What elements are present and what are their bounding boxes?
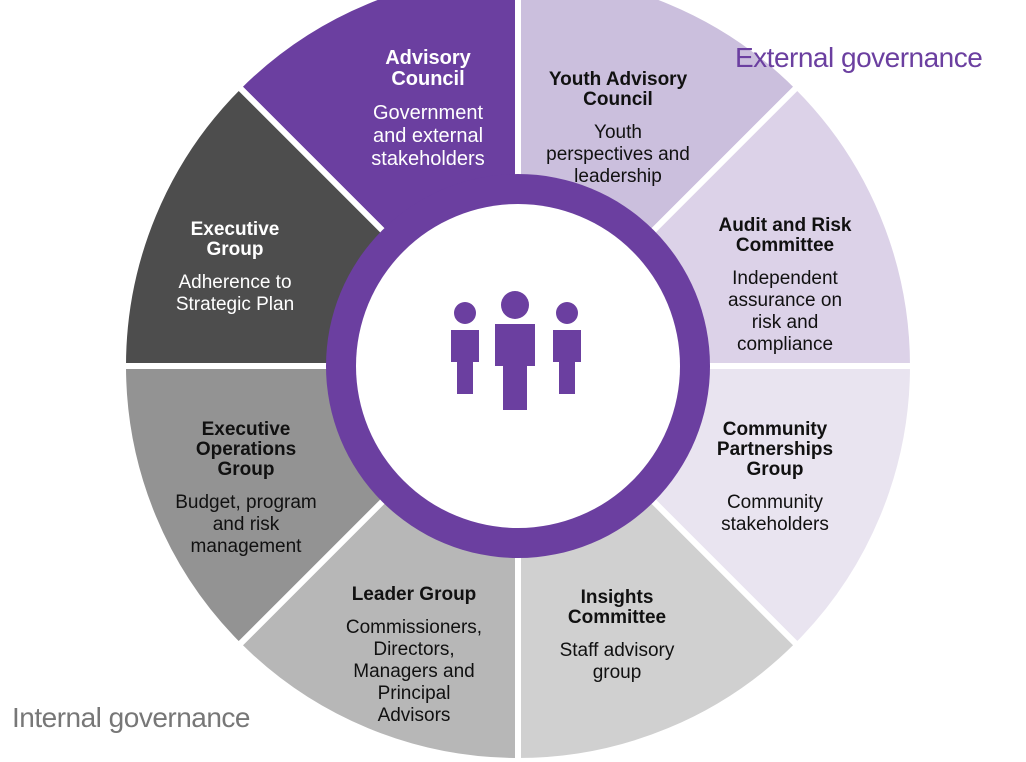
segment-title: Executive Operations Group: [195, 419, 297, 480]
segment-title: Leader Group: [351, 584, 477, 605]
segment-title: Insights Committee: [567, 587, 667, 628]
segment-executive-group: Executive Group Adherence to Strategic P…: [150, 220, 320, 316]
segment-executive-operations-group: Executive Operations Group Budget, progr…: [158, 420, 334, 558]
segment-title: Audit and Risk Committee: [718, 215, 852, 256]
segment-description: Community stakeholders: [721, 492, 829, 535]
segment-title: Advisory Council: [385, 47, 471, 90]
segment-description: Government and external stakeholders: [371, 102, 485, 170]
segment-leader-group: Leader Group Commissioners, Directors, M…: [326, 585, 502, 727]
segment-community-partnerships-group: Community Partnerships Group Community s…: [690, 420, 860, 536]
segment-description: Independent assurance on risk and compli…: [727, 268, 843, 355]
wheel-segments: [119, 0, 917, 762]
segment-title: Executive Group: [190, 219, 280, 260]
segment-description: Adherence to Strategic Plan: [175, 272, 295, 315]
segment-description: Budget, program and risk management: [175, 492, 317, 557]
segment-youth-advisory-council: Youth Advisory Council Youth perspective…: [533, 70, 703, 188]
segment-title: Youth Advisory Council: [548, 69, 688, 110]
segment-advisory-council: Advisory Council Government and external…: [343, 48, 513, 171]
internal-governance-label: Internal governance: [12, 702, 251, 733]
segment-description: Commissioners, Directors, Managers and P…: [345, 617, 483, 726]
segment-audit-risk-committee: Audit and Risk Committee Independent ass…: [700, 216, 870, 356]
people-group-icon: [451, 291, 581, 410]
segment-description: Staff advisory group: [559, 640, 675, 683]
segment-insights-committee: Insights Committee Staff advisory group: [532, 588, 702, 684]
segment-description: Youth perspectives and leadership: [546, 122, 690, 187]
segment-title: Community Partnerships Group: [716, 419, 834, 480]
external-governance-label: External governance: [735, 42, 983, 73]
